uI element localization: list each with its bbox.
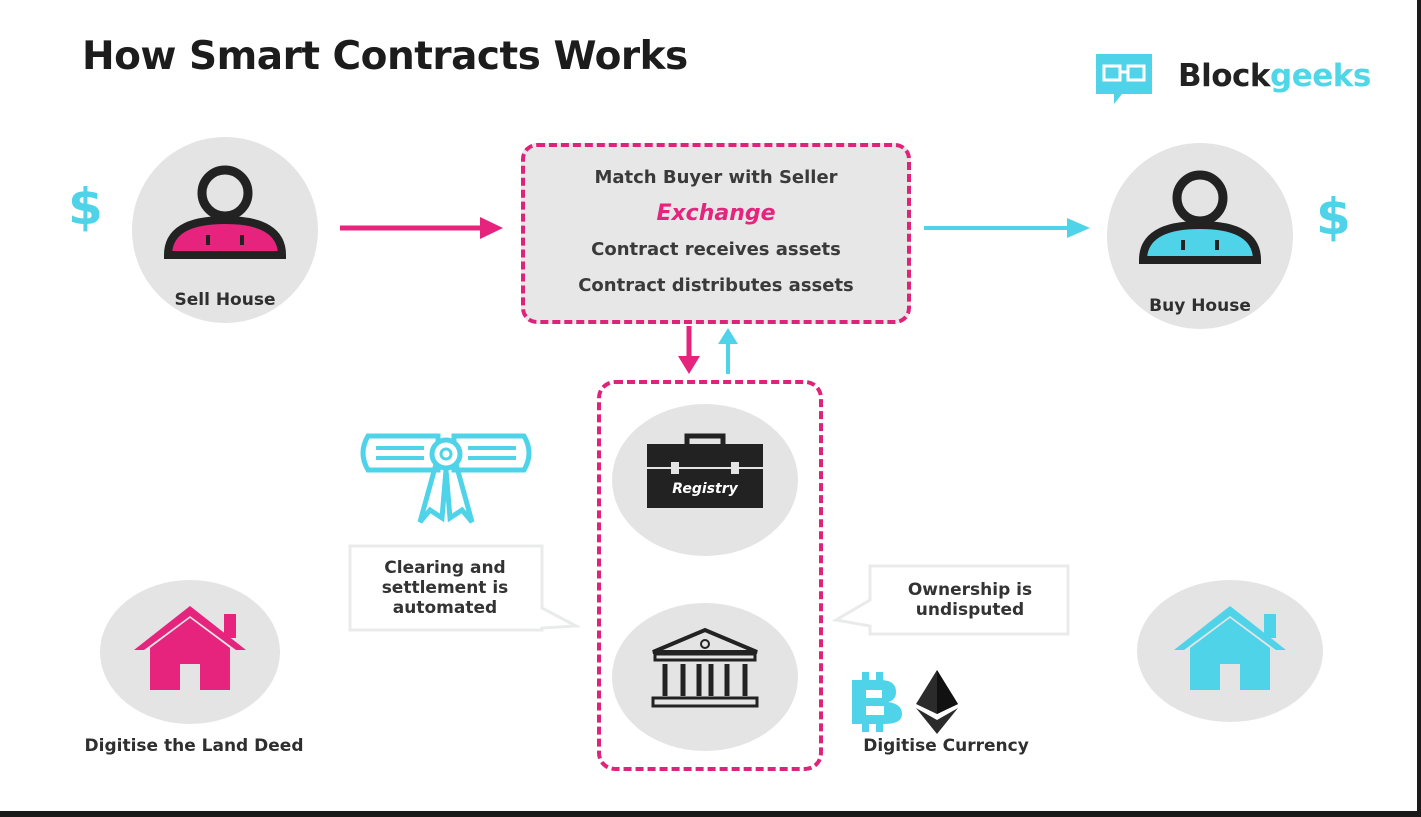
right-callout-bubble bbox=[831, 564, 1070, 636]
contract-line-exchange: Exchange bbox=[656, 201, 776, 226]
left-callout-line-1: Clearing and bbox=[384, 558, 506, 578]
contract-to-registry-arrow bbox=[678, 326, 700, 374]
right-callout-text: Ownership is undisputed bbox=[876, 580, 1064, 620]
bank-circle bbox=[612, 603, 798, 751]
digitise-currency-label: Digitise Currency bbox=[863, 736, 1029, 756]
buy-house-label: Buy House bbox=[1149, 296, 1251, 316]
logo-text-block: Block bbox=[1178, 58, 1271, 94]
right-callout-line-2: undisputed bbox=[915, 600, 1025, 620]
left-callout-text: Clearing and settlement is automated bbox=[352, 558, 538, 618]
seller-dollar-icon: $ bbox=[68, 178, 103, 236]
left-callout-line-3: automated bbox=[392, 598, 498, 618]
diploma-ribbon-icon bbox=[360, 433, 532, 524]
briefcase-icon bbox=[647, 433, 763, 508]
bank-building-icon bbox=[651, 627, 759, 708]
pink-house-icon bbox=[134, 606, 246, 690]
registry-label: Registry bbox=[672, 481, 738, 497]
sell-house-label: Sell House bbox=[174, 290, 276, 310]
contract-line-distributes: Contract distributes assets bbox=[578, 275, 854, 296]
land-deed-label: Digitise the Land Deed bbox=[84, 736, 304, 756]
registry-box bbox=[597, 380, 823, 771]
cyan-house-icon bbox=[1174, 606, 1286, 690]
bitcoin-icon bbox=[852, 672, 902, 732]
contract-to-buyer-arrow bbox=[924, 218, 1090, 238]
logo-text: Blockgeeks bbox=[1178, 58, 1371, 94]
buyer-dollar-icon: $ bbox=[1316, 188, 1351, 246]
logo-text-geeks: geeks bbox=[1270, 58, 1371, 94]
left-callout-line-2: settlement is bbox=[381, 578, 509, 598]
contract-box: Match Buyer with Seller Exchange Contrac… bbox=[521, 143, 911, 324]
ethereum-icon bbox=[916, 670, 958, 734]
seller-person-icon bbox=[163, 165, 287, 259]
glasses-speech-bubble-icon bbox=[1096, 54, 1152, 104]
page-title: How Smart Contracts Works bbox=[82, 34, 688, 79]
left-callout-bubble bbox=[348, 544, 582, 632]
registry-to-contract-arrow bbox=[718, 328, 738, 374]
seller-to-contract-arrow bbox=[340, 217, 503, 239]
buyer-person-icon bbox=[1138, 170, 1262, 264]
right-callout-line-1: Ownership is bbox=[907, 580, 1033, 600]
contract-line-receives: Contract receives assets bbox=[591, 239, 841, 260]
contract-line-match: Match Buyer with Seller bbox=[594, 167, 838, 188]
